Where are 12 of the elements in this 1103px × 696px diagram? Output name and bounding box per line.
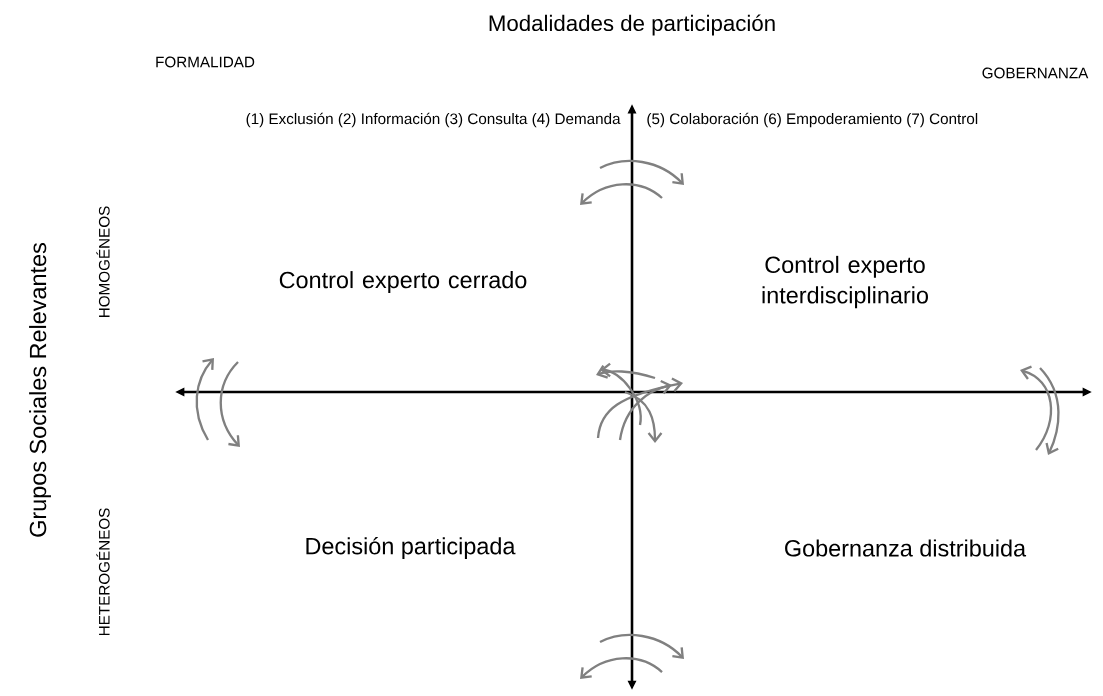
quadrant-label: Gobernanza distribuida — [785, 539, 1027, 557]
quadrant-label: Control experto cerrado — [279, 271, 527, 293]
axis-label: FORMALIDAD — [156, 56, 255, 68]
axis-title: Grupos Sociales Relevantes — [29, 243, 51, 537]
scale-label: (5) Colaboración (6) Empoderamiento (7) Control — [647, 112, 978, 128]
axis-label: GOBERNANZA — [982, 67, 1089, 79]
quadrant-label: Control experto interdisciplinario — [762, 255, 928, 309]
title: Modalidades de participación — [489, 14, 775, 36]
axis-label: HETEROGÉNEOS — [96, 508, 110, 636]
axis-label: HOMOGÉNEOS — [96, 206, 110, 318]
quadrant-label: Decisión participada — [306, 536, 516, 560]
scale-label: (1) Exclusión (2) Información (3) Consulta (4) Demanda — [246, 112, 621, 128]
